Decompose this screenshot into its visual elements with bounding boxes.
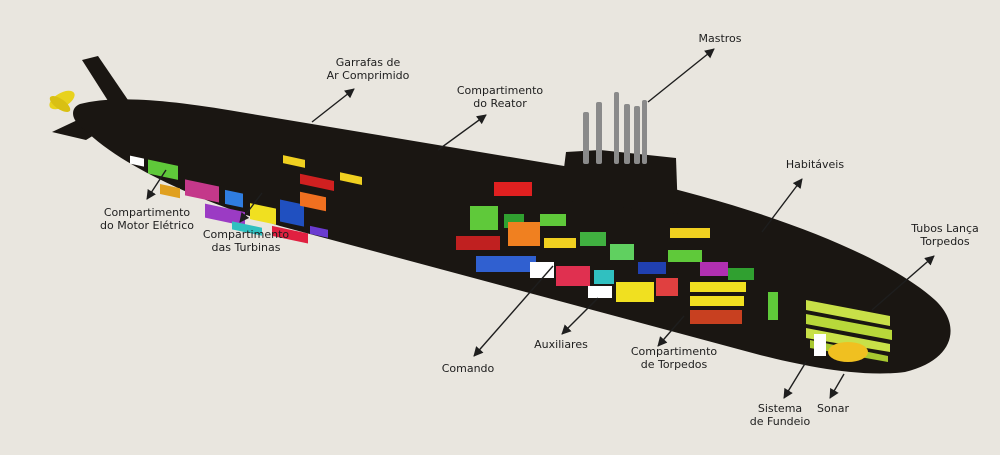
label-compartimento-do-reator: Compartimento do Reator — [456, 84, 544, 110]
masts — [583, 92, 647, 164]
sail — [560, 150, 678, 214]
label-comando: Comando — [441, 362, 495, 375]
label-sistema-de-fundeio: Sistema de Fundeio — [749, 402, 811, 428]
propeller — [49, 90, 75, 113]
label-compartimento-de-torpedos: Compartimento de Torpedos — [630, 345, 718, 371]
label-compartimento-do-motor-eletrico: Compartimento do Motor Elétrico — [100, 206, 194, 232]
label-sonar: Sonar — [817, 402, 849, 415]
midship-machinery — [456, 182, 778, 324]
label-habitaveis: Habitáveis — [785, 158, 845, 171]
bow-equipment — [806, 300, 892, 362]
label-tubos-lanca-torpedos: Tubos Lança Torpedos — [911, 222, 979, 248]
label-mastros: Mastros — [698, 32, 742, 45]
leader-lines — [146, 48, 935, 399]
label-auxiliares: Auxiliares — [534, 338, 588, 351]
upper-rudder — [82, 56, 128, 104]
label-compartimento-das-turbinas: Compartimento das Turbinas — [202, 228, 290, 254]
label-garrafas-ar-comprimido: Garrafas de Ar Comprimido — [326, 56, 410, 82]
stern-machinery — [130, 155, 362, 244]
